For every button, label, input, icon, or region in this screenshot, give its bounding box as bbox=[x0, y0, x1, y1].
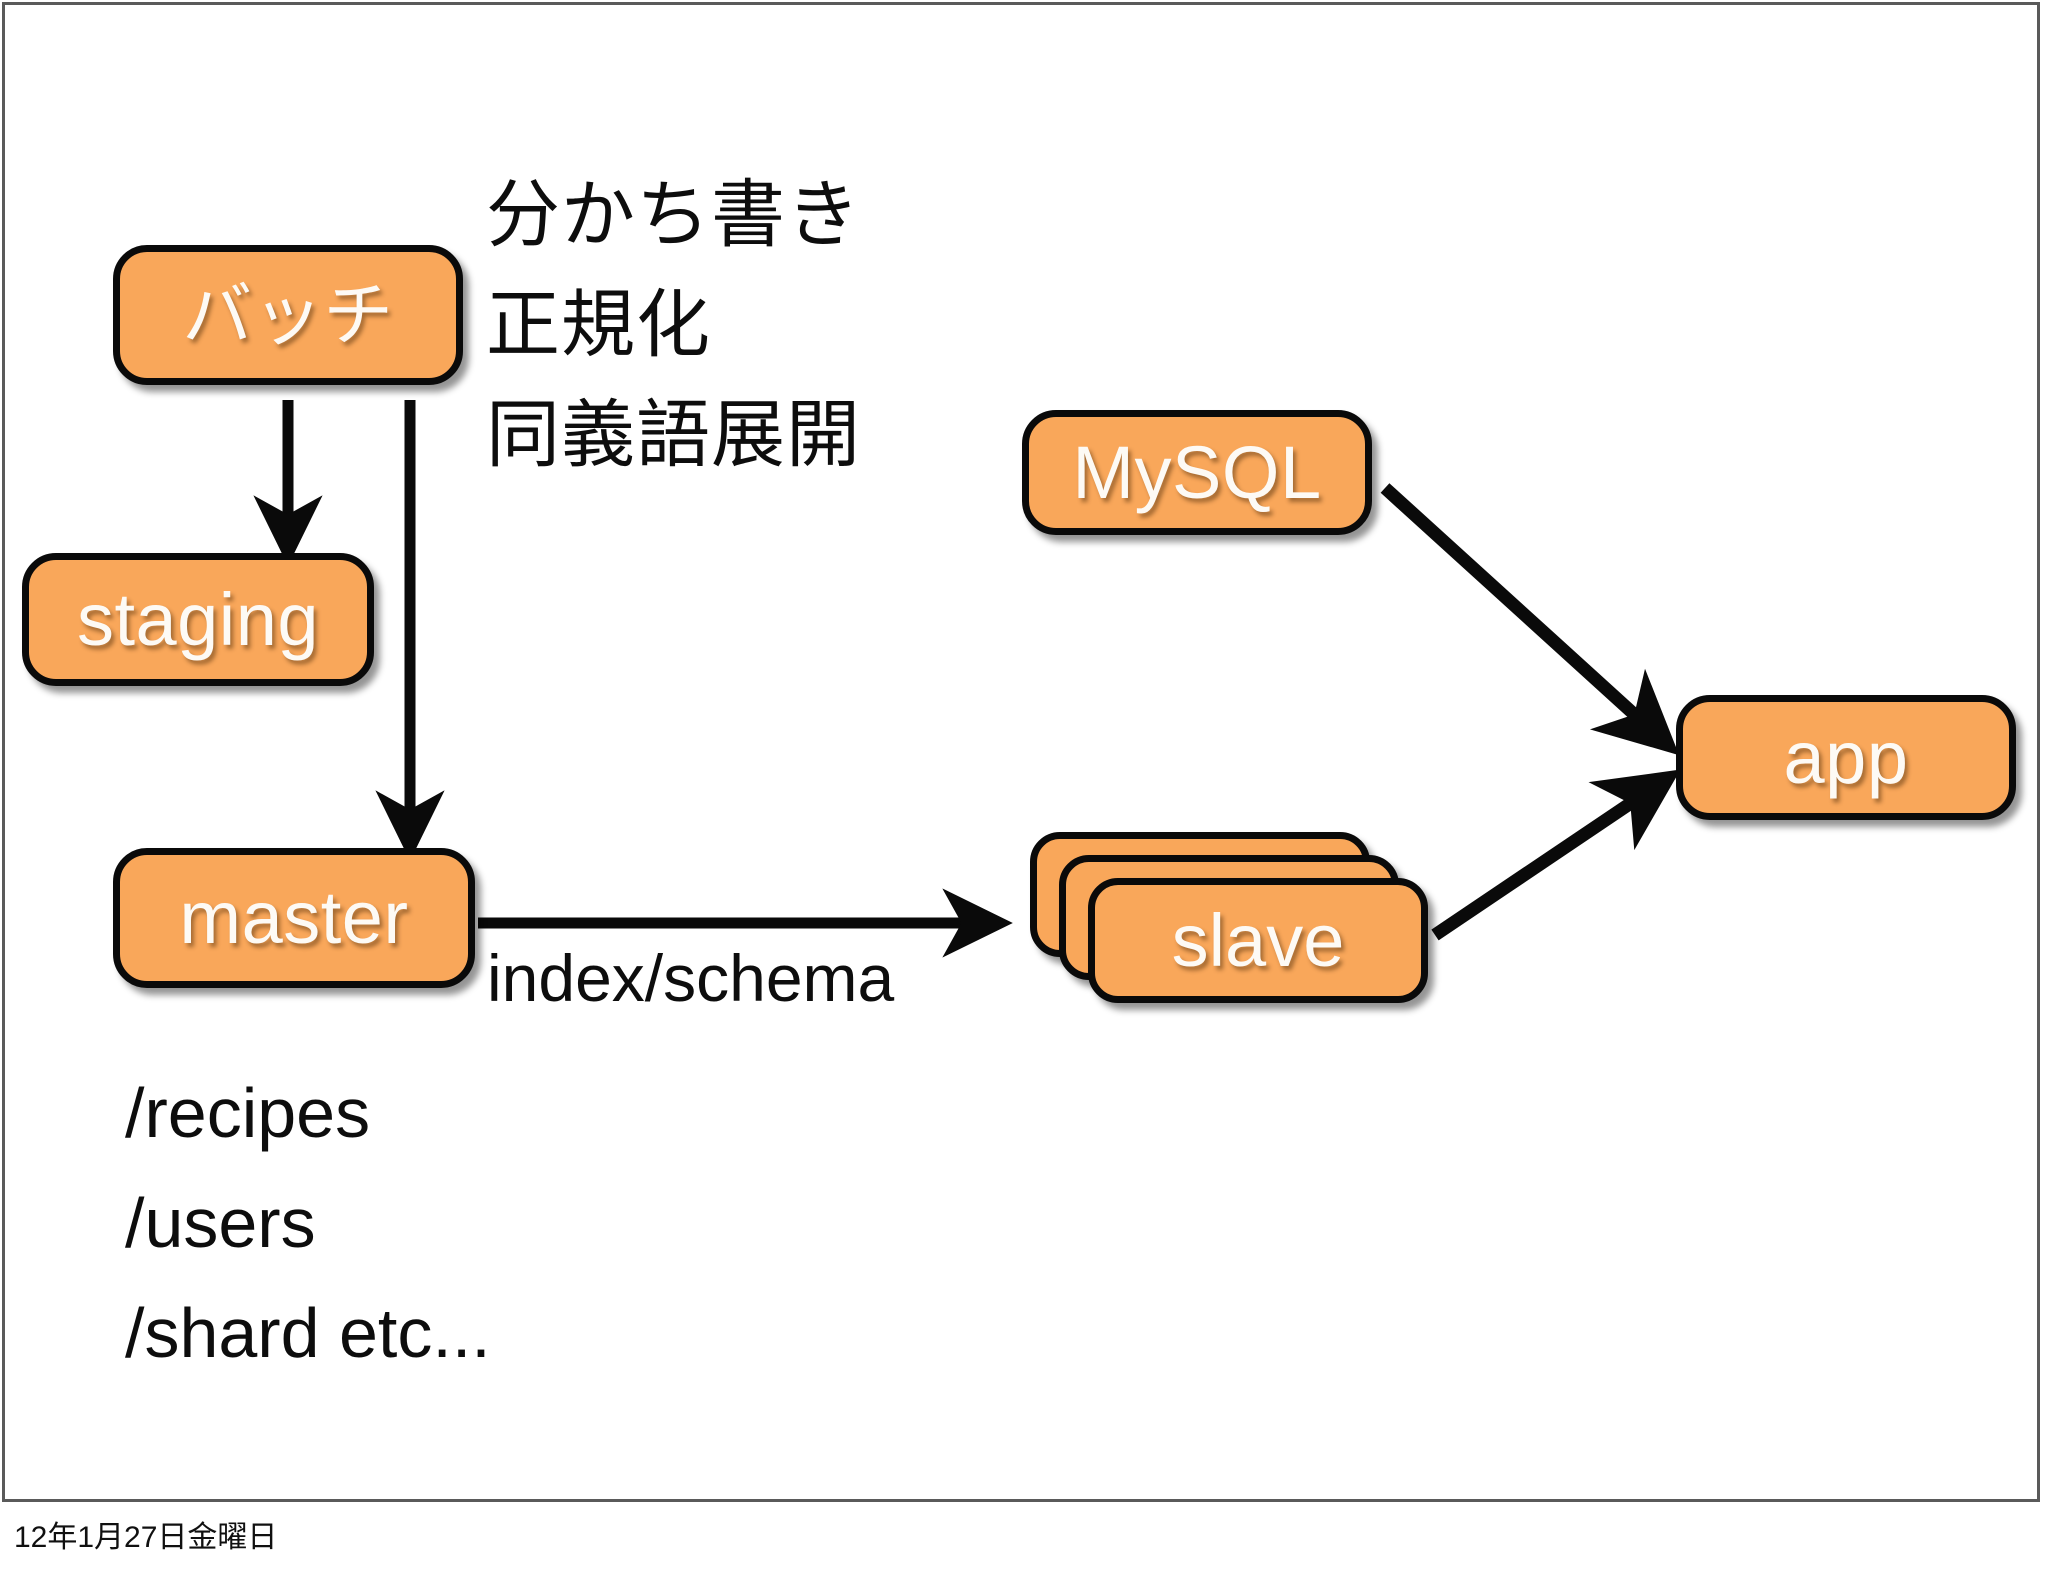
node-master[interactable]: master bbox=[113, 848, 475, 988]
node-mysql[interactable]: MySQL bbox=[1022, 410, 1372, 535]
annotation-step-1: 分かち書き bbox=[486, 173, 861, 256]
node-slave-layer-front: slave bbox=[1088, 878, 1428, 1003]
node-mysql-label: MySQL bbox=[1072, 430, 1322, 514]
node-staging[interactable]: staging bbox=[22, 553, 374, 686]
path-item-recipes: /recipes bbox=[125, 1074, 371, 1152]
node-batch[interactable]: バッチ bbox=[113, 245, 463, 385]
path-item-users: /users bbox=[125, 1184, 316, 1262]
footer-date: 12年1月27日金曜日 bbox=[14, 1521, 278, 1554]
node-staging-label: staging bbox=[76, 577, 320, 661]
path-item-shard: /shard etc... bbox=[125, 1294, 491, 1372]
node-slave-label: slave bbox=[1171, 898, 1345, 982]
annotation-step-3: 同義語展開 bbox=[486, 393, 861, 476]
node-batch-label: バッチ bbox=[182, 276, 394, 354]
node-slave-stack[interactable]: slave bbox=[1030, 832, 1450, 1012]
node-app-label: app bbox=[1783, 715, 1909, 799]
node-master-label: master bbox=[179, 876, 409, 959]
node-app[interactable]: app bbox=[1676, 695, 2016, 820]
edge-label-index-schema: index/schema bbox=[487, 941, 895, 1015]
annotation-step-2: 正規化 bbox=[486, 283, 711, 366]
